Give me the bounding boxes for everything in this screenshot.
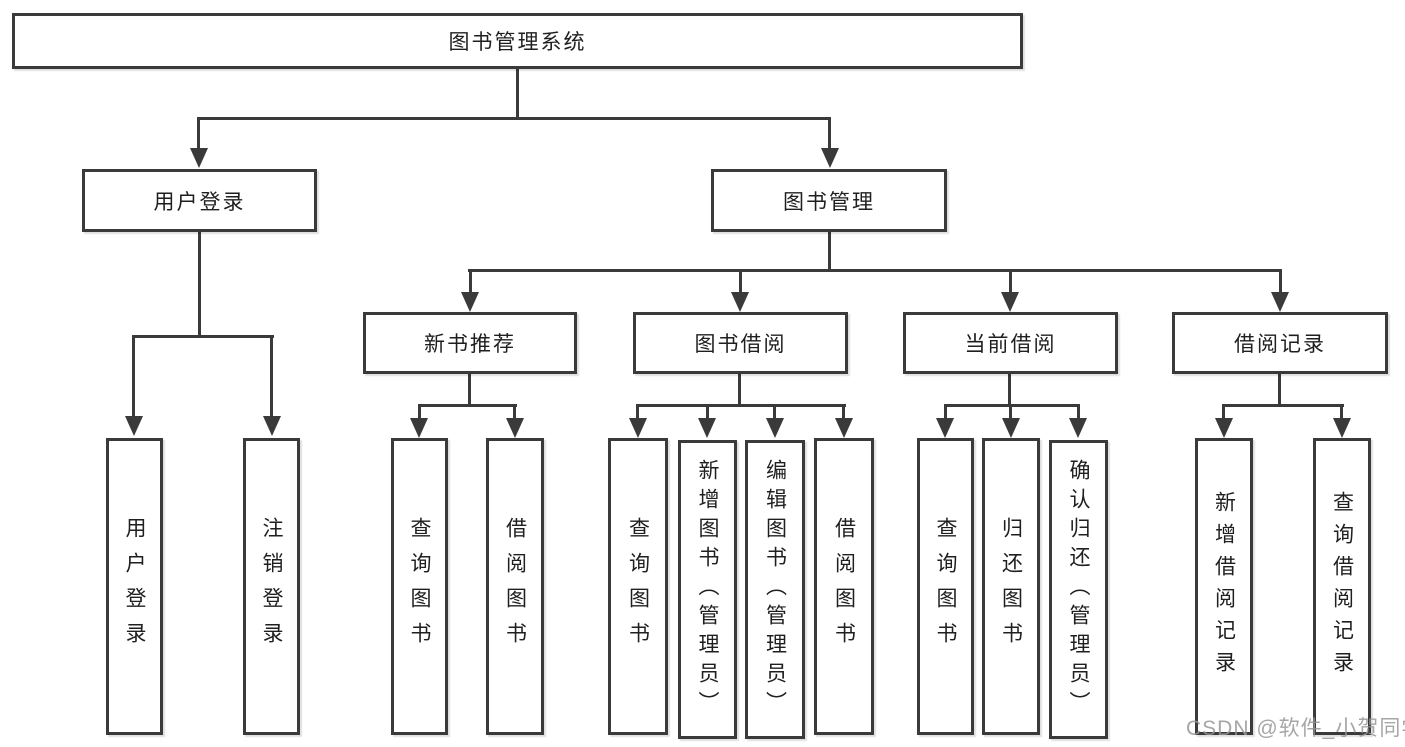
arrow-down-icon	[1271, 292, 1289, 312]
leaf-current-query-books: 查询图书	[917, 438, 974, 735]
arrow-down-icon	[835, 418, 853, 438]
leaf-current-return-books: 归还图书	[982, 438, 1040, 735]
arrow-down-icon	[461, 292, 479, 312]
connector-mgmt-stem	[828, 232, 831, 271]
connector-current-stem	[1008, 374, 1011, 407]
connector-drop	[773, 404, 776, 420]
node-new-book-recommend-label: 新书推荐	[424, 333, 516, 356]
connector-drop	[706, 404, 709, 420]
arrow-down-icon	[936, 418, 954, 438]
leaf-user-login-label: 用户登录	[123, 516, 146, 657]
connector-recommend-bus	[418, 404, 517, 407]
node-current-borrow: 当前借阅	[903, 312, 1118, 374]
node-borrow-records: 借阅记录	[1172, 312, 1388, 374]
connector-drop	[944, 404, 947, 420]
leaf-recommend-query-books-label: 查询图书	[408, 516, 431, 657]
leaf-borrow-borrow-books: 借阅图书	[814, 438, 874, 735]
connector-user-leaf1-drop	[132, 335, 135, 418]
connector-drop	[513, 404, 516, 420]
connector-drop	[842, 404, 845, 420]
node-book-management-label: 图书管理	[783, 190, 875, 214]
leaf-borrow-query-books-label: 查询图书	[626, 516, 650, 657]
leaf-current-confirm-return-label: 确认归还（管理员）	[1067, 459, 1090, 720]
leaf-recommend-borrow-books: 借阅图书	[486, 438, 544, 735]
leaf-recommend-query-books: 查询图书	[391, 438, 448, 735]
arrow-down-icon	[410, 418, 428, 438]
node-book-management: 图书管理	[711, 169, 947, 232]
node-book-borrow-label: 图书借阅	[694, 333, 787, 356]
connector-borrow-drop	[739, 269, 742, 292]
arrow-down-icon	[629, 418, 647, 438]
connector-user-login-drop	[197, 117, 200, 149]
arrow-down-icon	[190, 148, 208, 168]
leaf-recommend-borrow-books-label: 借阅图书	[503, 516, 527, 657]
connector-drop	[636, 404, 639, 420]
node-current-borrow-label: 当前借阅	[964, 333, 1057, 356]
arrow-down-icon	[1001, 292, 1019, 312]
node-borrow-records-label: 借阅记录	[1234, 333, 1326, 356]
connector-user-leaf2-drop	[270, 335, 273, 418]
connector-borrow-stem	[738, 374, 741, 407]
leaf-records-query-record: 查询借阅记录	[1313, 438, 1371, 735]
node-new-book-recommend: 新书推荐	[363, 312, 577, 374]
connector-user-stem	[198, 232, 201, 337]
connector-drop	[418, 404, 421, 420]
leaf-logout: 注销登录	[243, 438, 300, 735]
leaf-borrow-borrow-books-label: 借阅图书	[832, 516, 856, 657]
leaf-records-add-record-label: 新增借阅记录	[1212, 490, 1236, 683]
connector-drop	[1009, 404, 1012, 420]
node-user-login-label: 用户登录	[153, 190, 246, 214]
leaf-borrow-edit-books-label: 编辑图书（管理员）	[763, 459, 787, 720]
node-root-label: 图书管理系统	[448, 31, 587, 54]
arrow-down-icon	[731, 292, 749, 312]
connector-drop	[1340, 404, 1343, 420]
connector-drop	[1077, 404, 1080, 420]
leaf-borrow-query-books: 查询图书	[608, 438, 668, 735]
arrow-down-icon	[821, 148, 839, 168]
leaf-user-login: 用户登录	[106, 438, 163, 735]
leaf-borrow-add-books-label: 新增图书（管理员）	[696, 459, 719, 720]
arrow-down-icon	[1215, 418, 1233, 438]
leaf-logout-label: 注销登录	[260, 516, 283, 657]
leaf-borrow-add-books: 新增图书（管理员）	[678, 440, 737, 739]
node-user-login: 用户登录	[82, 169, 317, 232]
connector-records-bus	[1222, 404, 1344, 407]
arrow-down-icon	[698, 418, 716, 438]
connector-records-stem	[1278, 374, 1281, 407]
connector-root-bus	[197, 117, 831, 120]
connector-recommend-drop	[469, 269, 472, 292]
watermark-text: CSDN @软件_小贺同学	[1186, 717, 1405, 740]
arrow-down-icon	[766, 418, 784, 438]
leaf-records-query-record-label: 查询借阅记录	[1330, 490, 1354, 683]
arrow-down-icon	[506, 418, 524, 438]
leaf-borrow-edit-books: 编辑图书（管理员）	[745, 440, 805, 739]
connector-recommend-stem	[468, 374, 471, 407]
connector-records-drop	[1279, 269, 1282, 292]
arrow-down-icon	[1069, 418, 1087, 438]
node-book-borrow: 图书借阅	[633, 312, 848, 374]
connector-user-bus	[132, 335, 274, 338]
arrow-down-icon	[1002, 418, 1020, 438]
leaf-records-add-record: 新增借阅记录	[1195, 438, 1253, 735]
arrow-down-icon	[1333, 418, 1351, 438]
node-root: 图书管理系统	[12, 13, 1023, 69]
connector-current-bus	[944, 404, 1080, 407]
connector-current-drop	[1009, 269, 1012, 292]
leaf-current-return-books-label: 归还图书	[999, 516, 1023, 657]
connector-book-mgmt-drop	[828, 117, 831, 149]
connector-root-stem	[516, 69, 519, 119]
connector-drop	[1222, 404, 1225, 420]
connector-borrow-bus	[636, 404, 846, 407]
connector-mgmt-bus	[468, 269, 1282, 272]
arrow-down-icon	[125, 416, 143, 436]
leaf-current-confirm-return: 确认归还（管理员）	[1049, 440, 1108, 739]
arrow-down-icon	[263, 416, 281, 436]
leaf-current-query-books-label: 查询图书	[934, 516, 957, 657]
